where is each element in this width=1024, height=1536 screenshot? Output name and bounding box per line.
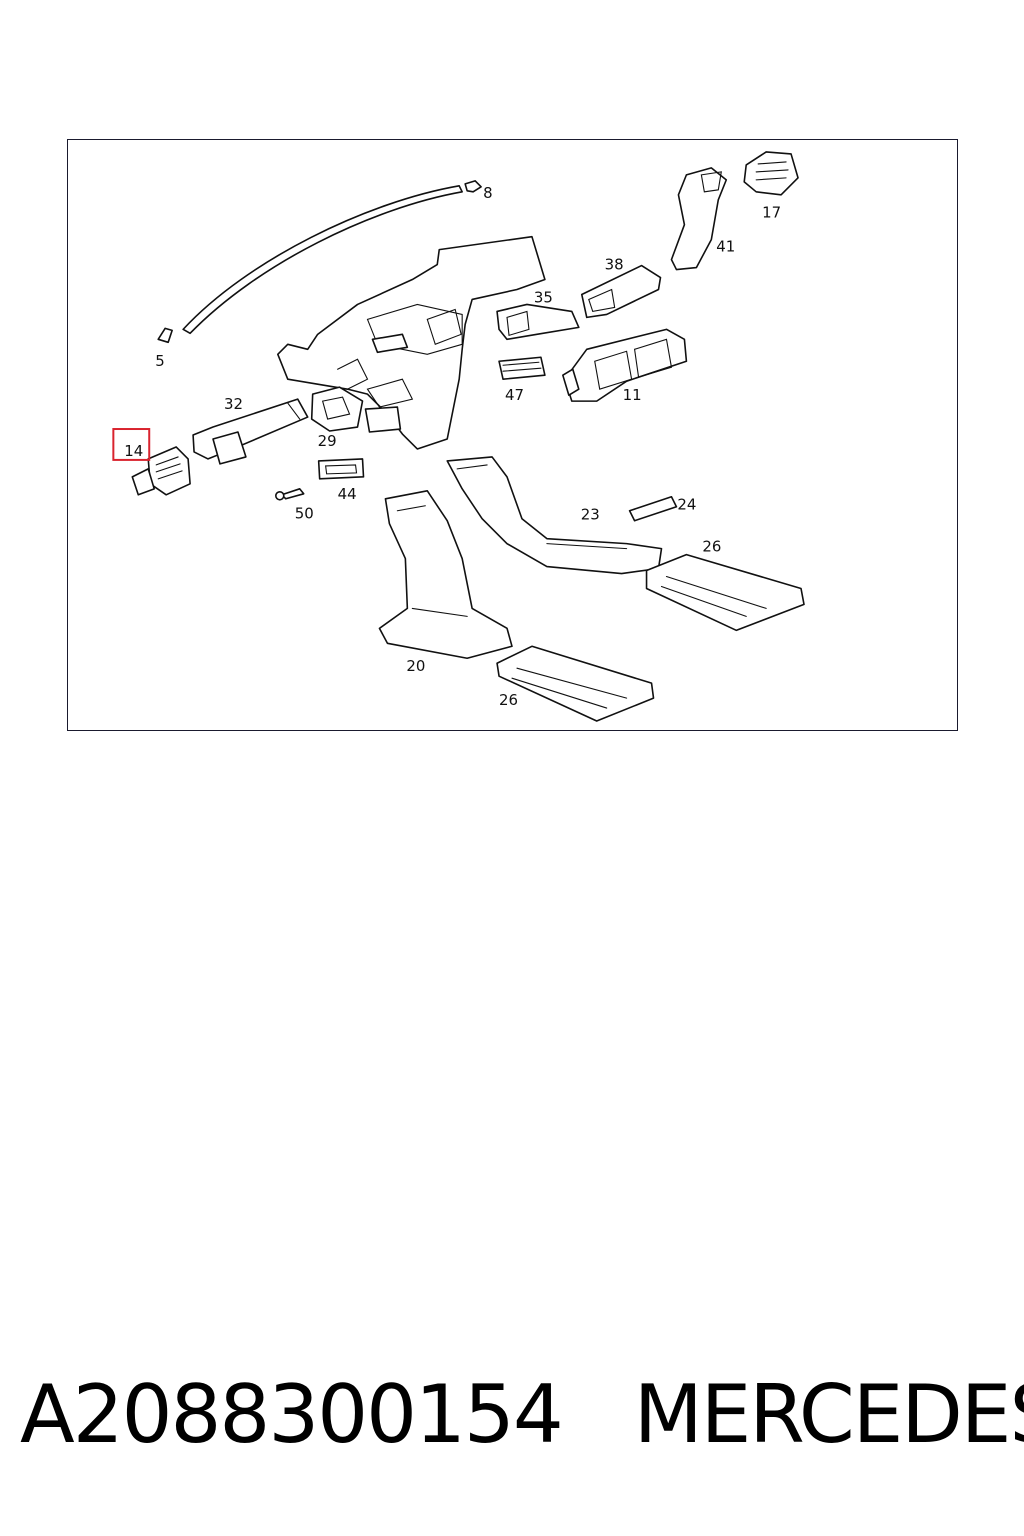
callout-26-upper: 26 <box>702 538 721 556</box>
callout-11: 11 <box>623 386 642 404</box>
rear-floor-duct-part-23 <box>446 456 663 575</box>
callout-14: 14 <box>124 442 143 460</box>
callout-29: 29 <box>318 432 337 450</box>
callout-44: 44 <box>338 485 357 503</box>
callout-41: 41 <box>716 238 735 256</box>
callout-23: 23 <box>581 506 600 524</box>
center-vent-grille-part-47 <box>498 356 546 380</box>
callout-50: 50 <box>295 505 314 523</box>
callout-24: 24 <box>677 496 696 514</box>
dash-top-trim-strip <box>182 185 463 335</box>
part-caption: A2088300154 MERCEDES <box>20 1365 1024 1465</box>
vent-frame-part-44 <box>317 458 365 480</box>
brand-name: MERCEDES <box>633 1368 1024 1461</box>
center-duct-part-35 <box>496 303 580 341</box>
callout-35: 35 <box>534 288 553 306</box>
front-floor-duct-part-20 <box>378 490 513 660</box>
callout-17: 17 <box>762 204 781 222</box>
duct-adapter-part-38 <box>580 264 662 319</box>
floor-outlet-part-26-lower <box>496 645 655 722</box>
exploded-parts-diagram: 8 5 17 41 38 35 32 29 47 11 14 44 50 23 … <box>67 139 958 731</box>
trim-clip-part-5 <box>157 327 173 344</box>
duct-junction-part-29 <box>310 386 364 432</box>
left-side-duct-part-32 <box>192 398 309 465</box>
callout-14-highlight-box <box>112 428 151 461</box>
callout-20: 20 <box>406 657 425 675</box>
screw-part-50 <box>275 488 305 501</box>
right-upper-duct-part-41 <box>670 167 728 271</box>
callout-32: 32 <box>224 395 243 413</box>
heater-housing <box>276 235 546 450</box>
center-vent-assembly-part-11 <box>562 328 688 402</box>
floor-outlet-part-26-upper <box>645 553 805 632</box>
right-dash-vent-part-17 <box>743 151 799 196</box>
callout-47: 47 <box>505 386 524 404</box>
callout-26-lower: 26 <box>499 691 518 709</box>
part-number: A2088300154 <box>20 1368 564 1461</box>
callout-38: 38 <box>605 256 624 274</box>
callout-5: 5 <box>155 352 165 370</box>
callout-8: 8 <box>483 184 493 202</box>
left-dash-vent-part-14 <box>131 446 191 496</box>
trim-clip-part-8 <box>464 180 482 193</box>
spacer-part-24 <box>628 495 678 522</box>
